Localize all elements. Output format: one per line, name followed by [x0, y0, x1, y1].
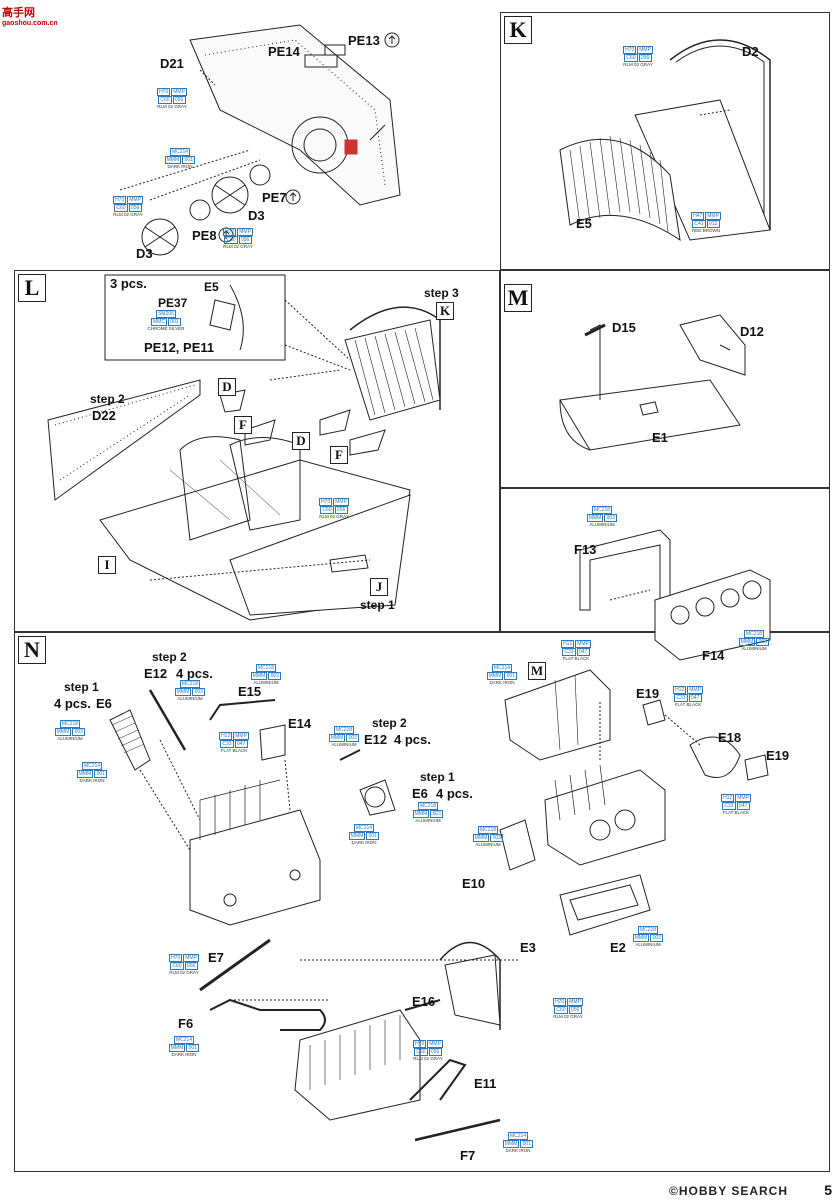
inset-qty: 3 pcs. — [110, 276, 147, 291]
panel-l — [14, 270, 500, 632]
part-label-f14: F14 — [702, 648, 725, 663]
n-part-e15: E15 — [238, 684, 262, 699]
n-part-e16: E16 — [412, 994, 436, 1009]
part-label-f13: F13 — [574, 542, 597, 557]
ref-box-d2: D — [292, 432, 310, 450]
step1-label: step 1 — [360, 598, 395, 612]
step3-label: step 3 — [424, 286, 459, 300]
watermark-subtitle: gaoshou.com.cn — [2, 20, 58, 27]
n-part-f6: F6 — [178, 1016, 194, 1031]
part-label-d15: D15 — [612, 320, 636, 335]
ref-box-d1: D — [218, 378, 236, 396]
n-step2a: step 2 — [152, 650, 187, 664]
part-label-d12: D12 — [740, 324, 764, 339]
step2-label: step 2 — [90, 392, 125, 406]
n-qty4c: 4 pcs. — [394, 732, 431, 747]
panel-letter-m: M — [504, 284, 532, 312]
panel-k — [500, 12, 830, 270]
panel-n — [14, 632, 830, 1172]
watermark-title: 高手网 — [2, 7, 35, 19]
panel-letter-n: N — [18, 636, 46, 664]
n-qty4d: 4 pcs. — [436, 786, 473, 801]
part-label-e1: E1 — [652, 430, 668, 445]
n-part-f7: F7 — [460, 1148, 476, 1163]
n-qty4b: 4 pcs. — [54, 696, 91, 711]
part-label-pe8: PE8 — [192, 228, 217, 243]
n-part-e19b: E19 — [766, 748, 790, 763]
n-part-e19a: E19 — [636, 686, 660, 701]
part-label-pe7: PE7 — [262, 190, 287, 205]
n-step2b: step 2 — [372, 716, 407, 730]
n-part-e3: E3 — [520, 940, 536, 955]
part-label-pe13: PE13 — [348, 33, 380, 48]
n-part-e12b: E12 — [364, 732, 388, 747]
n-part-e6a: E6 — [96, 696, 112, 711]
inset-part-pe12-pe11: PE12, PE11 — [144, 340, 215, 355]
panel-m — [500, 270, 830, 488]
n-part-e12a: E12 — [144, 666, 168, 681]
part-label-d22: D22 — [92, 408, 116, 423]
n-step1b: step 1 — [420, 770, 455, 784]
ref-box-j: J — [370, 578, 388, 596]
ref-box-i: I — [98, 556, 116, 574]
ref-box-f1: F — [234, 416, 252, 434]
panel-letter-l: L — [18, 274, 46, 302]
part-label-pe14: PE14 — [268, 44, 300, 59]
n-qty4a: 4 pcs. — [176, 666, 213, 681]
panel-letter-k: K — [504, 16, 532, 44]
ref-box-k: K — [436, 302, 454, 320]
n-part-e6b: E6 — [412, 786, 428, 801]
n-part-e2: E2 — [610, 940, 626, 955]
part-label-d3b: D3 — [136, 246, 153, 261]
n-part-e11: E11 — [474, 1076, 497, 1091]
ref-box-f2: F — [330, 446, 348, 464]
n-part-e7: E7 — [208, 950, 224, 965]
site-watermark: 高手网 gaoshou.com.cn — [2, 4, 58, 27]
n-part-e14: E14 — [288, 716, 312, 731]
n-part-e10: E10 — [462, 876, 486, 891]
n-ref-box-m: M — [528, 662, 546, 680]
part-label-e5: E5 — [576, 216, 592, 231]
n-part-e18: E18 — [718, 730, 742, 745]
part-label-d3a: D3 — [248, 208, 265, 223]
inset-part-e5: E5 — [204, 280, 219, 294]
source-watermark: ©HOBBY SEARCH — [669, 1184, 788, 1198]
inset-part-pe37: PE37 — [158, 296, 188, 310]
part-label-d2: D2 — [742, 44, 759, 59]
page-number: 5 — [824, 1182, 832, 1198]
n-step1a: step 1 — [64, 680, 99, 694]
part-label-d21: D21 — [160, 56, 184, 71]
